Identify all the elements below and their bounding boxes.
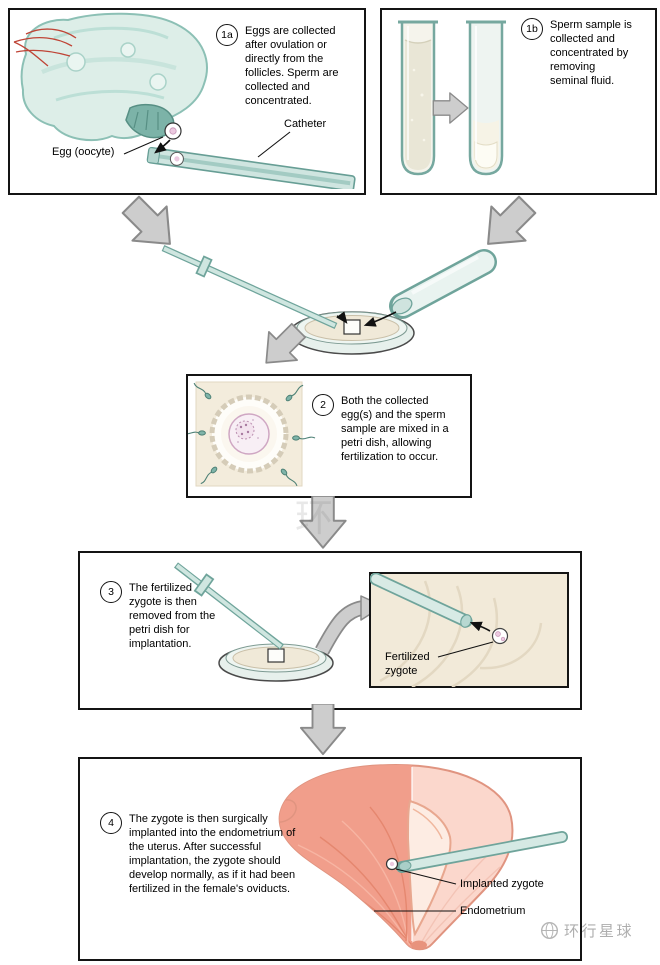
endometrium-label: Endometrium: [460, 905, 526, 917]
step-number-badge: 2: [312, 394, 334, 416]
catheter-label: Catheter: [284, 118, 327, 130]
transfer-arrow-icon: [432, 92, 469, 124]
step-2-panel: 2 Both the collected egg(s) and the sper…: [186, 374, 472, 498]
step-number-badge: 4: [100, 812, 122, 834]
zygote-label-line: [437, 641, 494, 658]
flow-arrow-to-step2: [265, 322, 307, 364]
step-text: Sperm sample is collected and concentrat…: [550, 19, 632, 88]
brand-watermark: 环行星球: [540, 920, 634, 941]
implanted-zygote-label: Implanted zygote: [460, 878, 544, 890]
flow-arrow-step2-to-step3: [299, 496, 347, 549]
pipette: [174, 562, 284, 650]
ovary-and-tube: [20, 12, 208, 142]
step-1b-callout: 1b Sperm sample is collected and concent…: [521, 18, 634, 88]
inset-box: [369, 572, 569, 688]
implanted-zygote-label-line: [395, 868, 457, 885]
brand-text: 环行星球: [564, 923, 635, 940]
globe-icon: [540, 921, 559, 940]
pipette-transfer-arrow: [336, 311, 348, 324]
step-1a-callout: 1a Eggs are collected after ovulation or…: [216, 24, 339, 108]
step-1a-panel: Egg (oocyte) Catheter 1a Eggs are collec…: [8, 8, 366, 195]
tube-transfer-arrow: [363, 311, 397, 327]
step-number-badge: 1a: [216, 24, 238, 46]
flow-arrow-from-1a: [121, 195, 171, 245]
step-text: Eggs are collected after ovulation or di…: [245, 25, 339, 108]
sperm-cells: [188, 382, 316, 487]
step-text: Both the collected egg(s) and the sperm …: [341, 395, 449, 464]
flow-arrow-step3-to-step4: [300, 704, 346, 756]
inset-pipette: [370, 573, 473, 628]
step-3-panel: Fertilized zygote 3 The fertilized zygot…: [78, 551, 582, 710]
egg-retrieval-illustration: [13, 12, 356, 189]
step-3-callout: 3 The fertilized zygote is then removed …: [100, 581, 219, 651]
implant-catheter: [396, 831, 568, 873]
tube-concentrated-sample: [466, 20, 506, 176]
mixing-square: [343, 319, 361, 335]
egg-label-line: [123, 136, 164, 155]
fertilized-zygote-label: Fertilized zygote: [385, 651, 430, 677]
step-text: The zygote is then surgically implanted …: [129, 813, 296, 896]
egg-to-catheter-arrow: [154, 139, 171, 154]
petri-dish: [218, 643, 334, 682]
sample-tube: [389, 249, 497, 319]
fertilized-zygote: [491, 627, 509, 645]
catheter-label-line: [257, 131, 291, 158]
implanted-zygote: [385, 857, 399, 871]
sperm-tubes-illustration: [398, 20, 506, 176]
mixing-illustration: [121, 195, 537, 364]
step-2-callout: 2 Both the collected egg(s) and the sper…: [312, 394, 449, 464]
step-1b-panel: 1b Sperm sample is collected and concent…: [380, 8, 657, 195]
step-number-badge: 3: [100, 581, 122, 603]
egg-cell: [164, 122, 182, 140]
blood-vessels: [13, 28, 77, 67]
step-text: The fertilized zygote is then removed fr…: [129, 582, 216, 651]
step-4-panel: Implanted zygote Endometrium 4 The zygot…: [78, 757, 582, 961]
zygote-square: [267, 648, 285, 663]
petri-dish: [289, 311, 415, 355]
catheter: [146, 146, 356, 189]
zygote-removal-illustration: [174, 562, 569, 688]
step-4-callout: 4 The zygote is then surgically implante…: [100, 812, 305, 896]
tube-raw-sample: [398, 20, 438, 176]
egg-cell-large: [209, 394, 289, 474]
egg-label: Egg (oocyte): [52, 146, 115, 158]
step-number-badge: 1b: [521, 18, 543, 40]
pipette: [161, 245, 338, 329]
fertilization-illustration: [188, 381, 316, 487]
flow-arrow-from-1b: [487, 195, 537, 245]
implantation-illustration: [278, 763, 568, 951]
zygote-suction-arrow: [469, 621, 491, 632]
